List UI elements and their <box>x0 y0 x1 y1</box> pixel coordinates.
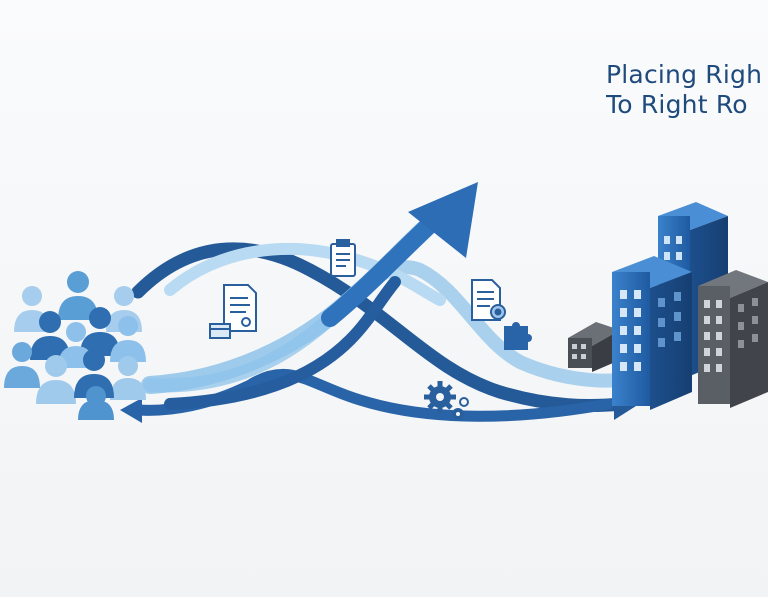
title-line-1: Placing Righ <box>606 60 768 90</box>
puzzle-piece-icon <box>504 322 532 350</box>
diagram-title: Placing Righ To Right Ro <box>606 60 768 120</box>
clipboard-icon <box>331 240 355 276</box>
title-line-2: To Right Ro <box>606 90 768 120</box>
